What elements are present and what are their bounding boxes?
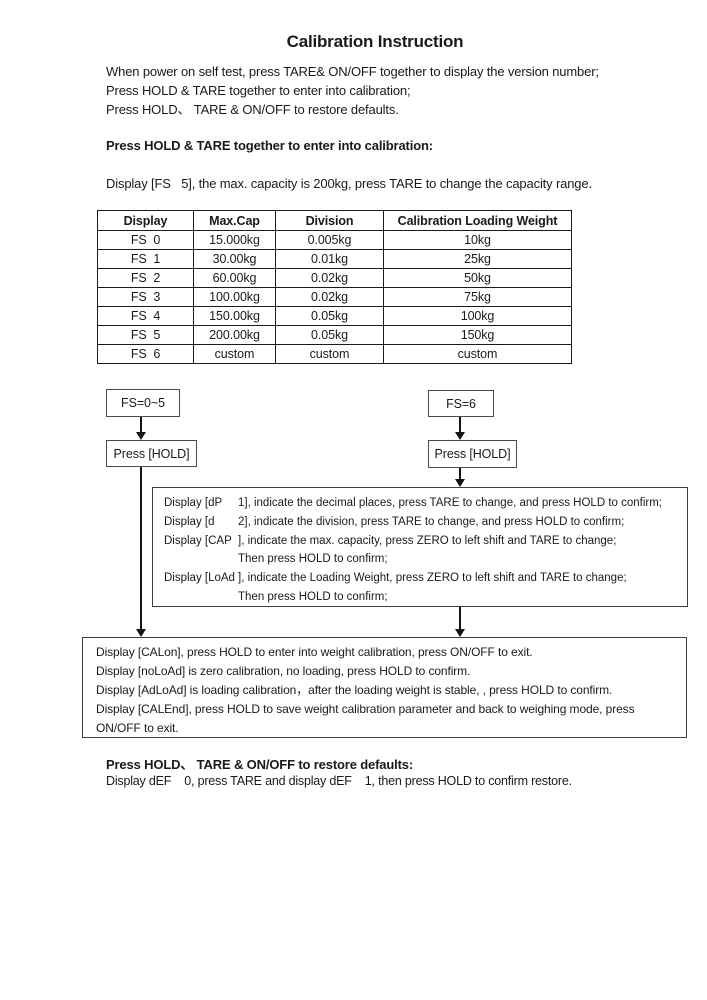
step-label: Display [CAP xyxy=(164,534,232,547)
cell-maxcap: 15.000kg xyxy=(193,230,276,250)
calibration-line: Display [CALon], press HOLD to enter int… xyxy=(96,645,533,659)
settings-step: Display [dP 1], indicate the decimal pla… xyxy=(164,494,687,513)
cell-display: FS 1 xyxy=(97,249,194,269)
arrow-down-icon xyxy=(455,629,465,637)
arrow-down-icon xyxy=(136,629,146,637)
cell-division: 0.01kg xyxy=(275,249,384,269)
flow-node-press-hold-left: Press [HOLD] xyxy=(106,440,197,467)
table-row: FS 2 60.00kg 0.02kg 50kg xyxy=(97,268,572,288)
arrow-settings-to-calibration-box xyxy=(459,607,461,630)
cell-loading-weight: 100kg xyxy=(383,306,572,326)
cell-loading-weight: 50kg xyxy=(383,268,572,288)
cell-loading-weight: custom xyxy=(383,344,572,364)
cell-division: 0.02kg xyxy=(275,268,384,288)
step-label xyxy=(164,550,238,569)
cell-maxcap: custom xyxy=(193,344,276,364)
step-text: 2], indicate the division, press TARE to… xyxy=(238,515,625,528)
restore-section-heading: Press HOLD、 TARE & ON/OFF to restore def… xyxy=(106,757,414,772)
cell-maxcap: 60.00kg xyxy=(193,268,276,288)
step-text: ], indicate the Loading Weight, press ZE… xyxy=(238,572,627,585)
flow-node-press-hold-right: Press [HOLD] xyxy=(428,440,517,468)
table-row: FS 6 custom custom custom xyxy=(97,344,572,364)
settings-step: Display [LoAd ], indicate the Loading We… xyxy=(164,569,687,588)
arrow-down-icon xyxy=(455,479,465,487)
intro-paragraph: When power on self test, press TARE& ON/… xyxy=(106,62,599,119)
table-row: FS 3 100.00kg 0.02kg 75kg xyxy=(97,287,572,307)
table-row: FS 4 150.00kg 0.05kg 100kg xyxy=(97,306,572,326)
cell-display: FS 3 xyxy=(97,287,194,307)
flow-node-fs-range: FS=0~5 xyxy=(106,389,180,417)
step-label: Display [dP xyxy=(164,497,223,509)
cell-division: 0.02kg xyxy=(275,287,384,307)
cell-loading-weight: 25kg xyxy=(383,249,572,269)
col-header-loading-weight: Calibration Loading Weight xyxy=(383,210,572,231)
calibration-section-heading: Press HOLD & TARE together to enter into… xyxy=(106,138,433,153)
arrow-left-press-to-calibration-box xyxy=(140,467,142,630)
step-label: Display [d xyxy=(164,515,215,528)
cell-display: FS 6 xyxy=(97,344,194,364)
cell-loading-weight: 75kg xyxy=(383,287,572,307)
weight-calibration-box: Display [CALon], press HOLD to enter int… xyxy=(82,637,687,738)
cell-display: FS 4 xyxy=(97,306,194,326)
arrow-left-fs-to-press xyxy=(140,417,142,433)
cell-maxcap: 150.00kg xyxy=(193,306,276,326)
arrow-down-icon xyxy=(455,432,465,440)
cell-display: FS 2 xyxy=(97,268,194,288)
cell-maxcap: 200.00kg xyxy=(193,325,276,345)
table-row: FS 5 200.00kg 0.05kg 150kg xyxy=(97,325,572,345)
restore-instruction-line: Display dEF 0, press TARE and display dE… xyxy=(106,774,572,788)
table-header-row: Display Max.Cap Division Calibration Loa… xyxy=(97,210,572,231)
cell-division: 0.05kg xyxy=(275,306,384,326)
cell-division: 0.05kg xyxy=(275,325,384,345)
capacity-table: Display Max.Cap Division Calibration Loa… xyxy=(97,210,572,364)
table-row: FS 1 30.00kg 0.01kg 25kg xyxy=(97,249,572,269)
calibration-line: ON/OFF to exit. xyxy=(96,721,179,735)
cell-loading-weight: 150kg xyxy=(383,325,572,345)
flow-node-fs6: FS=6 xyxy=(428,390,494,417)
step-text: Then press HOLD to confirm; xyxy=(238,590,388,603)
cell-division: 0.005kg xyxy=(275,230,384,250)
intro-line-3: Press HOLD、 TARE & ON/OFF to restore def… xyxy=(106,102,399,117)
step-text: Then press HOLD to confirm; xyxy=(238,553,388,566)
settings-step: Then press HOLD to confirm; xyxy=(164,588,687,607)
step-text: 1], indicate the decimal places, press T… xyxy=(238,497,663,509)
step-text: ], indicate the max. capacity, press ZER… xyxy=(238,534,617,547)
cell-maxcap: 30.00kg xyxy=(193,249,276,269)
intro-line-2: Press HOLD & TARE together to enter into… xyxy=(106,83,411,98)
col-header-division: Division xyxy=(275,210,384,231)
calibration-line: Display [CALEnd], press HOLD to save wei… xyxy=(96,702,635,716)
cell-display: FS 5 xyxy=(97,325,194,345)
settings-steps-box: Display [dP 1], indicate the decimal pla… xyxy=(152,487,688,607)
arrow-right-fs6-to-press xyxy=(459,417,461,433)
settings-step: Display [CAP ], indicate the max. capaci… xyxy=(164,532,687,551)
step-label xyxy=(164,588,238,607)
settings-step: Then press HOLD to confirm; xyxy=(164,550,687,569)
cell-division: custom xyxy=(275,344,384,364)
calibration-line: Display [noLoAd] is zero calibration, no… xyxy=(96,664,471,678)
col-header-maxcap: Max.Cap xyxy=(193,210,276,231)
table-row: FS 0 15.000kg 0.005kg 10kg xyxy=(97,230,572,250)
step-label: Display [LoAd xyxy=(164,572,235,585)
arrow-down-icon xyxy=(136,432,146,440)
page-title: Calibration Instruction xyxy=(286,32,464,51)
cell-loading-weight: 10kg xyxy=(383,230,572,250)
settings-step: Display [d 2], indicate the division, pr… xyxy=(164,513,687,532)
col-header-display: Display xyxy=(97,210,194,231)
arrow-right-press-to-settings-box xyxy=(459,468,461,480)
cell-maxcap: 100.00kg xyxy=(193,287,276,307)
calibration-line: Display [AdLoAd] is loading calibration，… xyxy=(96,683,613,697)
intro-line-1: When power on self test, press TARE& ON/… xyxy=(106,64,599,79)
fs-display-line: Display [FS 5], the max. capacity is 200… xyxy=(106,176,592,191)
cell-display: FS 0 xyxy=(97,230,194,250)
